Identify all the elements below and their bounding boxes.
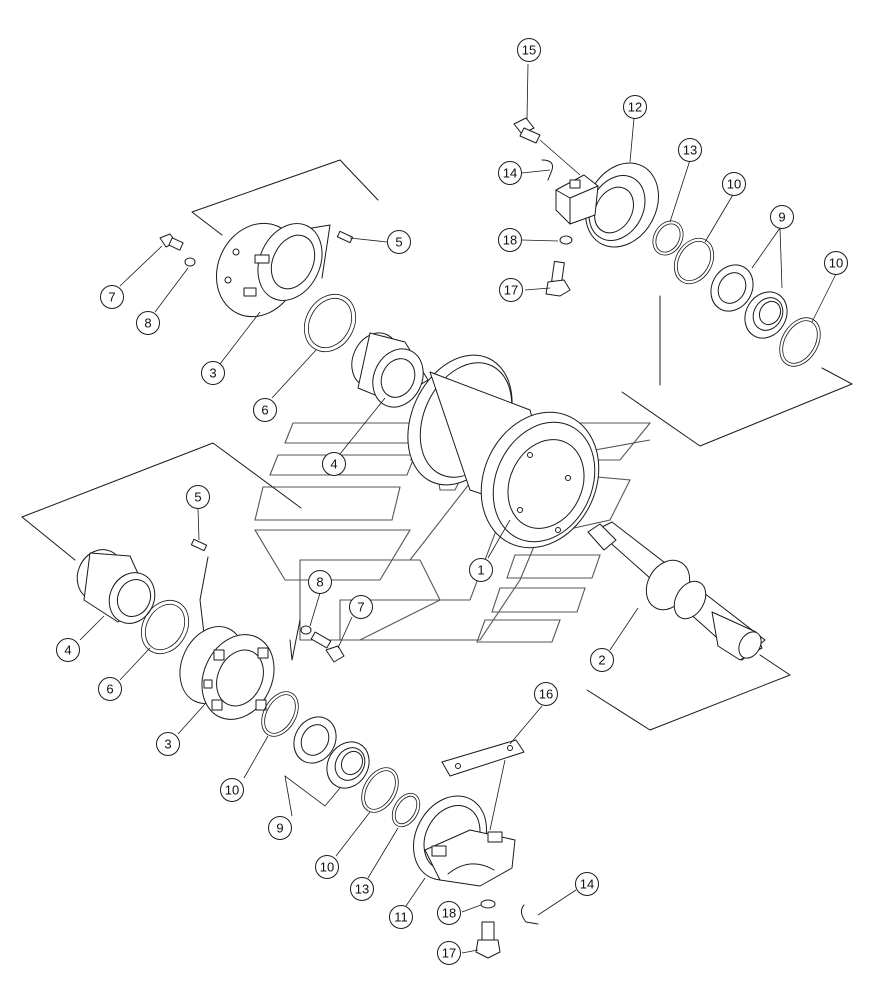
callout-5: 5 bbox=[186, 485, 210, 509]
callout-5: 5 bbox=[387, 230, 411, 254]
svg-text:6: 6 bbox=[261, 403, 268, 418]
part-12-flange-housing bbox=[555, 162, 659, 248]
part-10-oring-lower-b bbox=[361, 767, 399, 813]
part-1-roller-body bbox=[407, 354, 600, 549]
part-3-housing-upper bbox=[215, 222, 323, 318]
part-7-bolt-lower bbox=[310, 631, 345, 663]
part-15-bolt bbox=[513, 117, 541, 144]
svg-text:16: 16 bbox=[539, 687, 553, 702]
svg-text:13: 13 bbox=[355, 882, 369, 897]
callout-17: 17 bbox=[499, 278, 523, 302]
part-14-clip-lower bbox=[520, 904, 539, 925]
group-brackets bbox=[21, 159, 853, 731]
part-3-housing-lower bbox=[179, 626, 275, 720]
svg-text:13: 13 bbox=[683, 143, 697, 158]
svg-text:6: 6 bbox=[106, 682, 113, 697]
svg-text:2: 2 bbox=[598, 653, 605, 668]
part-17-bolt-lower bbox=[475, 921, 501, 959]
callout-10: 10 bbox=[315, 855, 339, 879]
part-4-bushing-upper bbox=[351, 332, 429, 408]
part-13-oring-upper bbox=[652, 220, 684, 256]
callout-14: 14 bbox=[498, 161, 522, 185]
callout-17: 17 bbox=[437, 941, 461, 965]
svg-text:7: 7 bbox=[357, 600, 364, 615]
callout-13: 13 bbox=[678, 138, 702, 162]
callout-9: 9 bbox=[770, 205, 794, 229]
callout-layer: 15 12 13 14 10 9 10 18 17 5 7 8 3 6 4 5 … bbox=[56, 38, 848, 965]
svg-text:1: 1 bbox=[477, 563, 484, 578]
callout-8: 8 bbox=[308, 570, 332, 594]
callout-7: 7 bbox=[100, 285, 124, 309]
svg-text:18: 18 bbox=[503, 233, 517, 248]
callout-4: 4 bbox=[56, 638, 80, 662]
callout-6: 6 bbox=[253, 398, 277, 422]
svg-text:10: 10 bbox=[225, 783, 239, 798]
part-10-oring-lower-a bbox=[261, 691, 299, 737]
part-7-bolt-upper bbox=[159, 233, 184, 251]
callout-16: 16 bbox=[534, 682, 558, 706]
callout-7: 7 bbox=[349, 595, 373, 619]
callout-3: 3 bbox=[156, 732, 180, 756]
part-18-washer-upper bbox=[559, 235, 573, 245]
callout-10: 10 bbox=[824, 251, 848, 275]
callout-18: 18 bbox=[437, 901, 461, 925]
callout-12: 12 bbox=[623, 95, 647, 119]
svg-text:14: 14 bbox=[580, 877, 594, 892]
callout-6: 6 bbox=[98, 677, 122, 701]
callout-14: 14 bbox=[575, 872, 599, 896]
callout-15: 15 bbox=[517, 38, 541, 62]
svg-text:10: 10 bbox=[320, 860, 334, 875]
callout-8: 8 bbox=[136, 311, 160, 335]
svg-text:7: 7 bbox=[108, 290, 115, 305]
part-17-bolt-upper bbox=[545, 260, 571, 297]
part-13-oring-lower bbox=[391, 792, 421, 828]
svg-text:17: 17 bbox=[504, 283, 518, 298]
svg-text:14: 14 bbox=[503, 166, 517, 181]
svg-text:5: 5 bbox=[395, 235, 402, 250]
svg-text:4: 4 bbox=[330, 457, 337, 472]
svg-text:11: 11 bbox=[394, 910, 408, 925]
svg-text:17: 17 bbox=[442, 946, 456, 961]
callout-2: 2 bbox=[590, 648, 614, 672]
part-8-washer-lower bbox=[300, 625, 312, 635]
callout-13: 13 bbox=[350, 877, 374, 901]
svg-text:8: 8 bbox=[316, 575, 323, 590]
svg-text:18: 18 bbox=[442, 906, 456, 921]
svg-text:3: 3 bbox=[209, 366, 216, 381]
callout-4: 4 bbox=[322, 452, 346, 476]
part-5-pin-lower bbox=[190, 538, 208, 552]
callout-18: 18 bbox=[498, 228, 522, 252]
svg-text:5: 5 bbox=[194, 490, 201, 505]
svg-text:15: 15 bbox=[522, 43, 536, 58]
part-2-shaft bbox=[587, 521, 766, 661]
svg-text:3: 3 bbox=[164, 737, 171, 752]
callout-10: 10 bbox=[722, 172, 746, 196]
svg-text:8: 8 bbox=[144, 316, 151, 331]
part-9-seal-lower bbox=[293, 716, 370, 789]
part-8-washer-upper bbox=[184, 257, 196, 267]
svg-text:9: 9 bbox=[778, 210, 785, 225]
part-11-flange-housing bbox=[413, 795, 516, 887]
part-6-oring-upper bbox=[303, 293, 357, 353]
part-5-pin-upper bbox=[336, 230, 354, 244]
part-9-seal-upper bbox=[710, 264, 788, 339]
svg-text:10: 10 bbox=[829, 256, 843, 271]
callout-9: 9 bbox=[268, 816, 292, 840]
part-16-plate bbox=[441, 739, 525, 777]
callout-11: 11 bbox=[389, 905, 413, 929]
callout-1: 1 bbox=[469, 558, 493, 582]
leader-lines bbox=[79, 63, 837, 954]
svg-text:10: 10 bbox=[727, 177, 741, 192]
part-6-oring-lower bbox=[140, 599, 190, 655]
callout-10: 10 bbox=[220, 778, 244, 802]
part-14-clip-upper bbox=[541, 159, 553, 181]
svg-text:4: 4 bbox=[64, 643, 71, 658]
part-18-washer-lower bbox=[480, 899, 496, 909]
svg-text:9: 9 bbox=[276, 821, 283, 836]
svg-text:12: 12 bbox=[628, 100, 642, 115]
part-4-bushing-lower bbox=[76, 549, 156, 624]
callout-3: 3 bbox=[201, 361, 225, 385]
